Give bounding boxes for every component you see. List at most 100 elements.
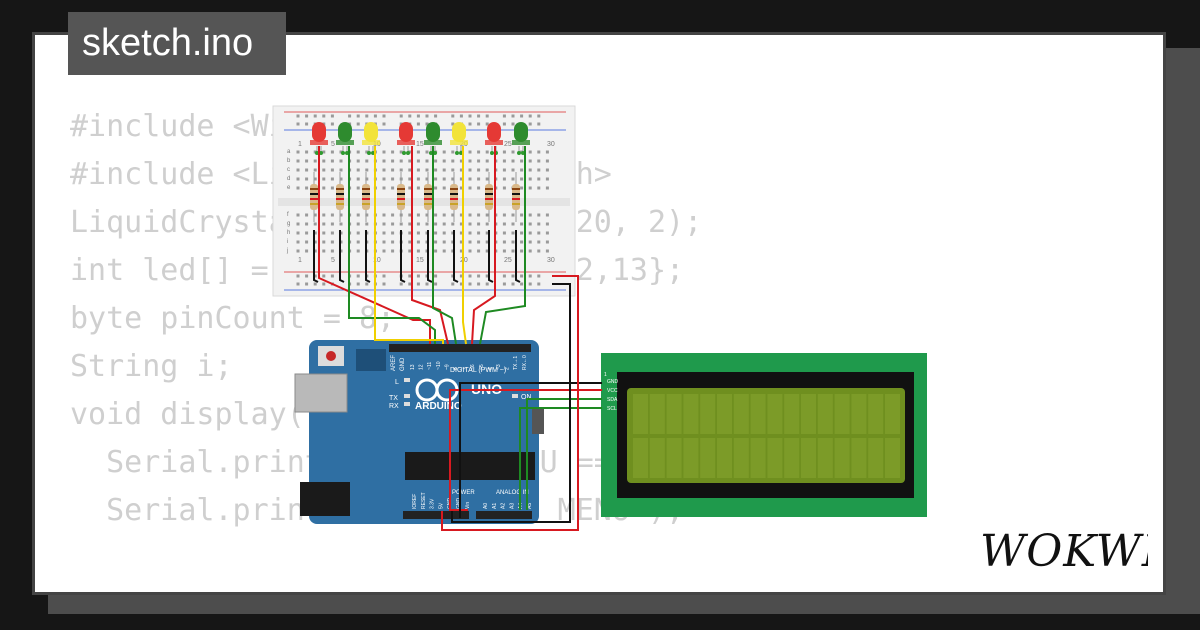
bb-hole: [322, 231, 326, 235]
resistor-band: [310, 188, 318, 190]
bb-col-label: 5: [331, 257, 335, 264]
bb-hole: [502, 274, 506, 278]
resistor[interactable]: [362, 184, 370, 210]
bb-hole: [545, 150, 549, 154]
led-yellow[interactable]: [364, 122, 378, 142]
bb-hole: [339, 168, 343, 172]
ground-wire: [313, 230, 319, 283]
bb-hole: [322, 114, 326, 118]
bb-hole: [545, 177, 549, 181]
resistor-band: [424, 203, 432, 205]
led-red[interactable]: [312, 122, 326, 142]
bb-hole: [502, 168, 506, 172]
lcd-pin-label: 1: [604, 372, 607, 378]
bb-hole: [442, 177, 446, 181]
bb-hole: [356, 114, 360, 118]
bb-hole: [477, 240, 481, 244]
bb-hole: [511, 122, 515, 126]
digital-header: [389, 344, 531, 352]
bb-hole: [399, 159, 403, 163]
bb-hole: [305, 231, 309, 235]
bb-hole: [451, 274, 455, 278]
bb-hole: [442, 222, 446, 226]
bb-col-label: 1: [298, 257, 302, 264]
bb-hole: [442, 231, 446, 235]
bb-hole: [485, 274, 489, 278]
bb-hole: [425, 122, 429, 126]
wire-led-3: [374, 146, 444, 344]
bb-row-label: c: [287, 167, 290, 173]
resistor-band: [512, 198, 520, 200]
led-yellow[interactable]: [452, 122, 466, 142]
lcd-cell: [750, 394, 766, 434]
led-red[interactable]: [399, 122, 413, 142]
digital-pin-label: TX→1: [513, 356, 519, 370]
led-base: [397, 140, 415, 145]
lcd-cell: [851, 394, 867, 434]
wokwi-logo[interactable]: WOKWI: [976, 522, 1148, 578]
bb-hole: [305, 168, 309, 172]
lcd-display[interactable]: 1 GND VCC SDA SCL: [601, 353, 927, 517]
bb-hole: [477, 150, 481, 154]
bb-hole: [382, 274, 386, 278]
led-green[interactable]: [514, 122, 528, 142]
lcd-cell: [834, 438, 850, 478]
bb-hole: [537, 231, 541, 235]
bb-hole: [416, 282, 420, 286]
bb-hole: [322, 150, 326, 154]
bb-col-label: 15: [416, 257, 424, 264]
led-red[interactable]: [487, 122, 501, 142]
analog-header: [476, 511, 532, 519]
bb-hole: [545, 168, 549, 172]
bb-hole: [511, 282, 515, 286]
bb-hole: [416, 249, 420, 253]
bb-hole: [296, 168, 300, 172]
wire-led-7: [471, 146, 496, 345]
led-base: [310, 140, 328, 145]
bb-hole: [382, 231, 386, 235]
bb-hole: [511, 274, 515, 278]
bb-hole: [528, 168, 532, 172]
bb-hole: [459, 186, 463, 190]
bb-hole: [382, 222, 386, 226]
bb-hole: [528, 213, 532, 217]
resistor-band: [362, 203, 370, 205]
resistor[interactable]: [485, 184, 493, 210]
led-green[interactable]: [426, 122, 440, 142]
bb-hole: [313, 222, 317, 226]
power-header: [403, 511, 469, 519]
bb-hole: [408, 222, 412, 226]
bb-hole: [485, 150, 489, 154]
ground-wire: [400, 230, 406, 283]
bb-hole: [416, 177, 420, 181]
bb-col-label: 1: [298, 141, 302, 148]
analog-label: ANALOG IN: [496, 490, 529, 496]
resistor[interactable]: [512, 184, 520, 210]
led-green[interactable]: [338, 122, 352, 142]
lcd-cell: [633, 438, 648, 478]
bb-hole: [477, 274, 481, 278]
bb-connection-dot: [402, 151, 406, 155]
file-tab[interactable]: sketch.ino: [68, 12, 286, 75]
reset-button-cap[interactable]: [326, 351, 336, 361]
bb-hole: [313, 213, 317, 217]
bb-hole: [391, 186, 395, 190]
digital-pin-label: ~3: [496, 364, 502, 370]
resistor[interactable]: [310, 184, 318, 210]
resistor[interactable]: [397, 184, 405, 210]
resistor[interactable]: [450, 184, 458, 210]
bb-hole: [459, 159, 463, 163]
resistor[interactable]: [336, 184, 344, 210]
bb-hole: [537, 150, 541, 154]
bb-hole: [305, 186, 309, 190]
bb-hole: [468, 222, 472, 226]
resistor[interactable]: [424, 184, 432, 210]
power-pin-label: 5V: [438, 502, 444, 509]
bb-hole: [356, 186, 360, 190]
bb-hole: [322, 159, 326, 163]
bb-hole: [520, 177, 524, 181]
bb-hole: [528, 249, 532, 253]
bb-hole: [382, 282, 386, 286]
